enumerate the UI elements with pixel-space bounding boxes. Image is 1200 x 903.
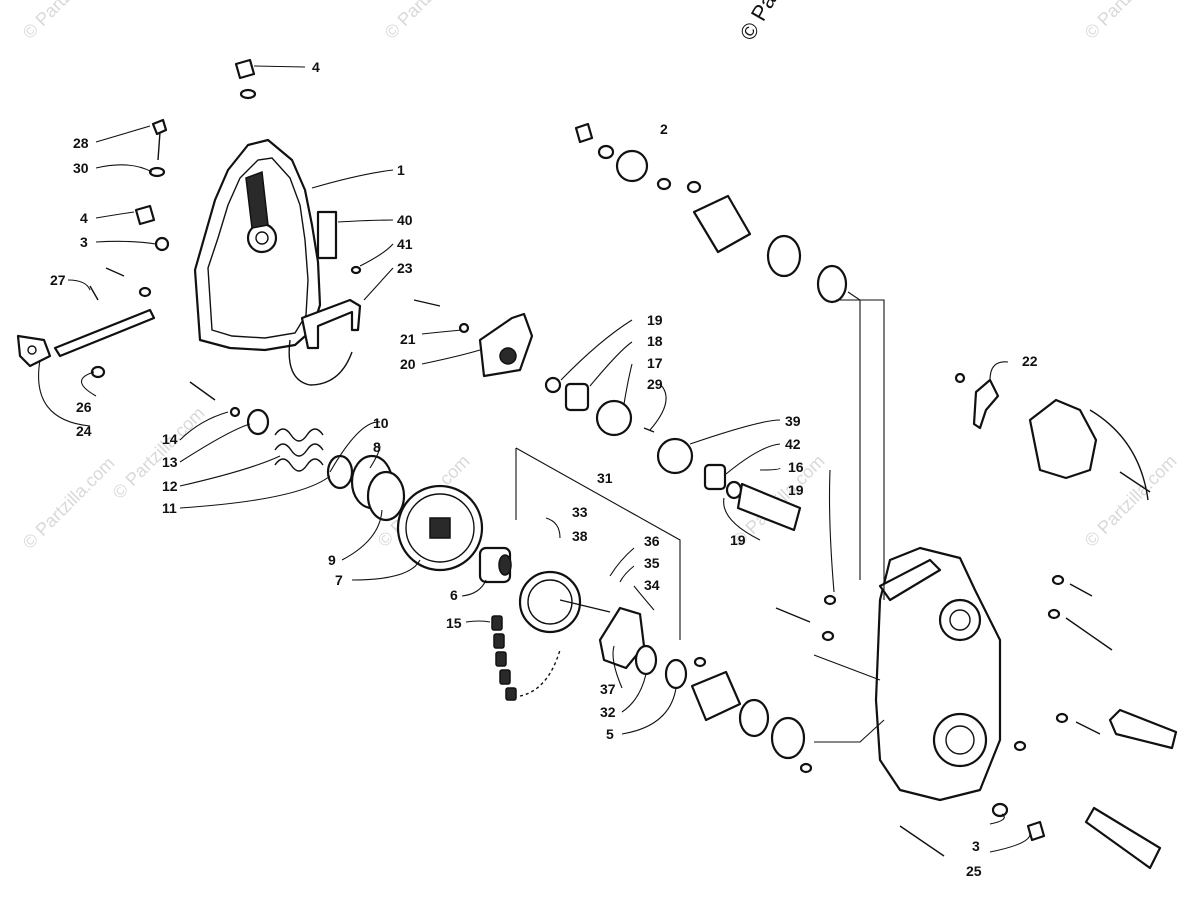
callout-19-right: 19 bbox=[788, 482, 804, 498]
callout-5: 5 bbox=[606, 726, 614, 742]
watermark-text: © Partzilla.com bbox=[19, 453, 119, 553]
callout-16: 16 bbox=[788, 459, 804, 475]
callout-6: 6 bbox=[450, 587, 458, 603]
leader-lines bbox=[38, 65, 1031, 853]
bolts-right bbox=[799, 574, 1113, 857]
washer-19b bbox=[725, 480, 743, 500]
sprocket-39 bbox=[656, 437, 694, 475]
callout-19-mid: 19 bbox=[730, 532, 746, 548]
chaincase-cover bbox=[193, 138, 322, 352]
callout-8: 8 bbox=[373, 439, 381, 455]
watermark-text: © Partzilla.com bbox=[1081, 451, 1181, 551]
sprocket-17 bbox=[595, 399, 633, 437]
callout-41: 41 bbox=[397, 236, 413, 252]
upper-shaft-parts bbox=[574, 122, 848, 304]
callout-32: 32 bbox=[600, 704, 616, 720]
watermark-top: © Pa bbox=[735, 0, 782, 44]
assembly-31-bracket bbox=[515, 447, 681, 640]
spacer-16 bbox=[736, 482, 802, 532]
washer-19 bbox=[544, 376, 562, 394]
drive-sprocket-6 bbox=[478, 546, 512, 584]
callout-33: 33 bbox=[572, 504, 588, 520]
watermark-text: © Partzilla.com bbox=[381, 0, 481, 43]
callout-39: 39 bbox=[785, 413, 801, 429]
callout-20: 20 bbox=[400, 356, 416, 372]
callout-15: 15 bbox=[446, 615, 462, 631]
shaft-lower-right bbox=[1084, 806, 1162, 870]
callout-42: 42 bbox=[785, 436, 801, 452]
callout-25: 25 bbox=[966, 863, 982, 879]
fitting-28 bbox=[148, 118, 168, 178]
callout-7: 7 bbox=[335, 572, 343, 588]
callout-3-left: 3 bbox=[80, 234, 88, 250]
callout-9: 9 bbox=[328, 552, 336, 568]
bracket-23 bbox=[300, 298, 362, 350]
bearing-32 bbox=[634, 644, 658, 676]
callout-4-top: 4 bbox=[312, 59, 320, 75]
callout-23: 23 bbox=[397, 260, 413, 276]
callout-36: 36 bbox=[644, 533, 660, 549]
bearing-housing-21 bbox=[413, 299, 534, 378]
callout-11: 11 bbox=[162, 500, 177, 516]
drive-chain-15 bbox=[491, 615, 561, 701]
screw-41 bbox=[350, 265, 362, 275]
callout-2: 2 bbox=[660, 121, 668, 137]
callout-34: 34 bbox=[644, 577, 660, 593]
callout-30: 30 bbox=[73, 160, 89, 176]
callout-31: 31 bbox=[597, 470, 613, 486]
callout-13: 13 bbox=[162, 454, 178, 470]
callout-12: 12 bbox=[162, 478, 178, 494]
bolt-27 bbox=[105, 267, 152, 298]
callout-40: 40 bbox=[397, 212, 413, 228]
brake-bracket-22 bbox=[954, 372, 1151, 501]
gear-38 bbox=[518, 570, 611, 634]
callout-4-side: 4 bbox=[80, 210, 88, 226]
driven-sprocket-7 bbox=[396, 484, 484, 572]
callout-17: 17 bbox=[647, 355, 663, 371]
plate-40 bbox=[316, 210, 338, 260]
watermark-text: © Partzilla.com bbox=[19, 0, 119, 43]
callout-35: 35 bbox=[644, 555, 660, 571]
watermark-text: © Partzilla.com bbox=[1081, 0, 1181, 43]
callout-29: 29 bbox=[647, 376, 663, 392]
spring-assembly bbox=[189, 381, 406, 522]
callout-28: 28 bbox=[73, 135, 89, 151]
brake-lever-shaft bbox=[16, 285, 156, 379]
callout-18: 18 bbox=[647, 333, 663, 349]
ring-5 bbox=[664, 658, 688, 690]
shaft-upper-right bbox=[1108, 708, 1178, 750]
callout-26: 26 bbox=[76, 399, 92, 415]
bearing-18 bbox=[564, 382, 590, 412]
callout-10: 10 bbox=[373, 415, 389, 431]
lower-bearing-set bbox=[690, 607, 811, 760]
callout-37: 37 bbox=[600, 681, 616, 697]
cover-gasket bbox=[288, 339, 353, 386]
callout-1: 1 bbox=[397, 162, 405, 178]
callout-27: 27 bbox=[50, 272, 66, 288]
key-29 bbox=[643, 427, 655, 433]
callout-38: 38 bbox=[572, 528, 588, 544]
bearing-42 bbox=[703, 463, 727, 491]
callout-21: 21 bbox=[400, 331, 416, 347]
callout-22: 22 bbox=[1022, 353, 1038, 369]
cover-bolt-top bbox=[234, 58, 257, 100]
chaincase-housing bbox=[874, 546, 1002, 802]
callout-14: 14 bbox=[162, 431, 178, 447]
callout-labels: 4 28 30 1 4 40 3 41 23 27 21 20 26 24 2 … bbox=[50, 59, 1038, 879]
callout-19-top: 19 bbox=[647, 312, 663, 328]
callout-24: 24 bbox=[76, 423, 92, 439]
callout-3-right: 3 bbox=[972, 838, 980, 854]
cover-bolt-side bbox=[134, 204, 170, 252]
